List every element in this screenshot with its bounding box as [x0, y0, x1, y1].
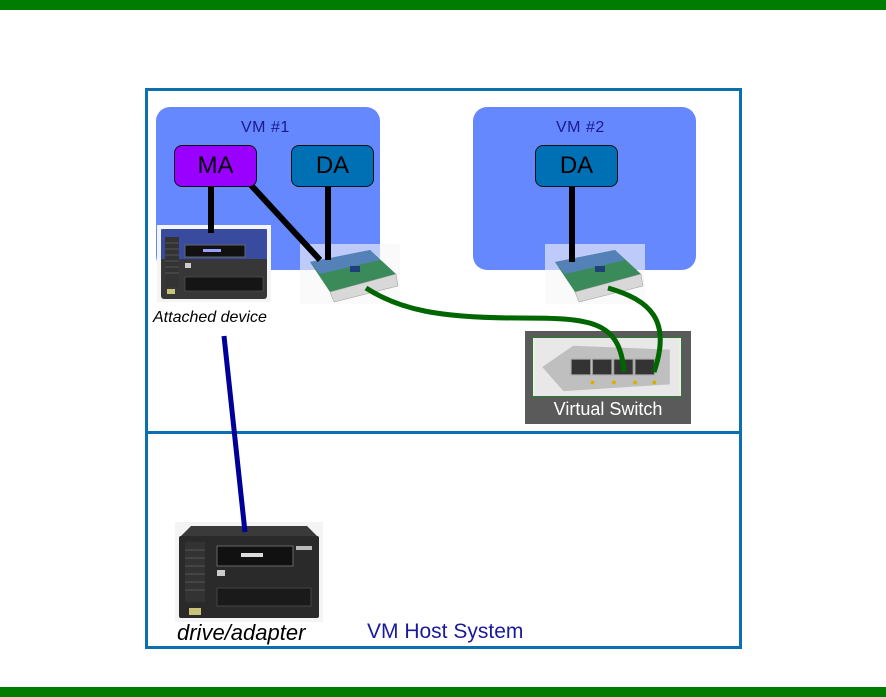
network-card-vm1-icon: [300, 244, 400, 304]
bottom-brand-bar: [0, 687, 886, 697]
data-agent-vm1: DA: [291, 145, 374, 187]
attached-device-icon: [157, 225, 271, 302]
vm-2-container: [473, 107, 696, 270]
vm-1-label: VM #1: [241, 119, 290, 136]
vm-host-system-label: VM Host System: [367, 620, 524, 643]
attached-device-caption: Attached device: [153, 309, 267, 326]
media-agent-vm1: MA: [174, 145, 257, 187]
physical-drive-icon: [175, 522, 323, 622]
vm-host-system-box: [145, 88, 742, 649]
ma-label: MA: [197, 152, 234, 179]
data-agent-vm2: DA: [535, 145, 618, 187]
da-vm1-label: DA: [315, 152, 350, 179]
vm-2-label: VM #2: [556, 119, 605, 136]
virtual-switch-icon: [532, 337, 682, 397]
virtual-switch-label: Virtual Switch: [553, 399, 663, 419]
network-card-vm2-icon: [545, 244, 645, 304]
top-brand-bar: [0, 0, 886, 10]
host-divider: [145, 431, 742, 434]
drive-adapter-caption: drive/adapter: [177, 620, 306, 645]
da-vm2-label: DA: [559, 152, 594, 179]
